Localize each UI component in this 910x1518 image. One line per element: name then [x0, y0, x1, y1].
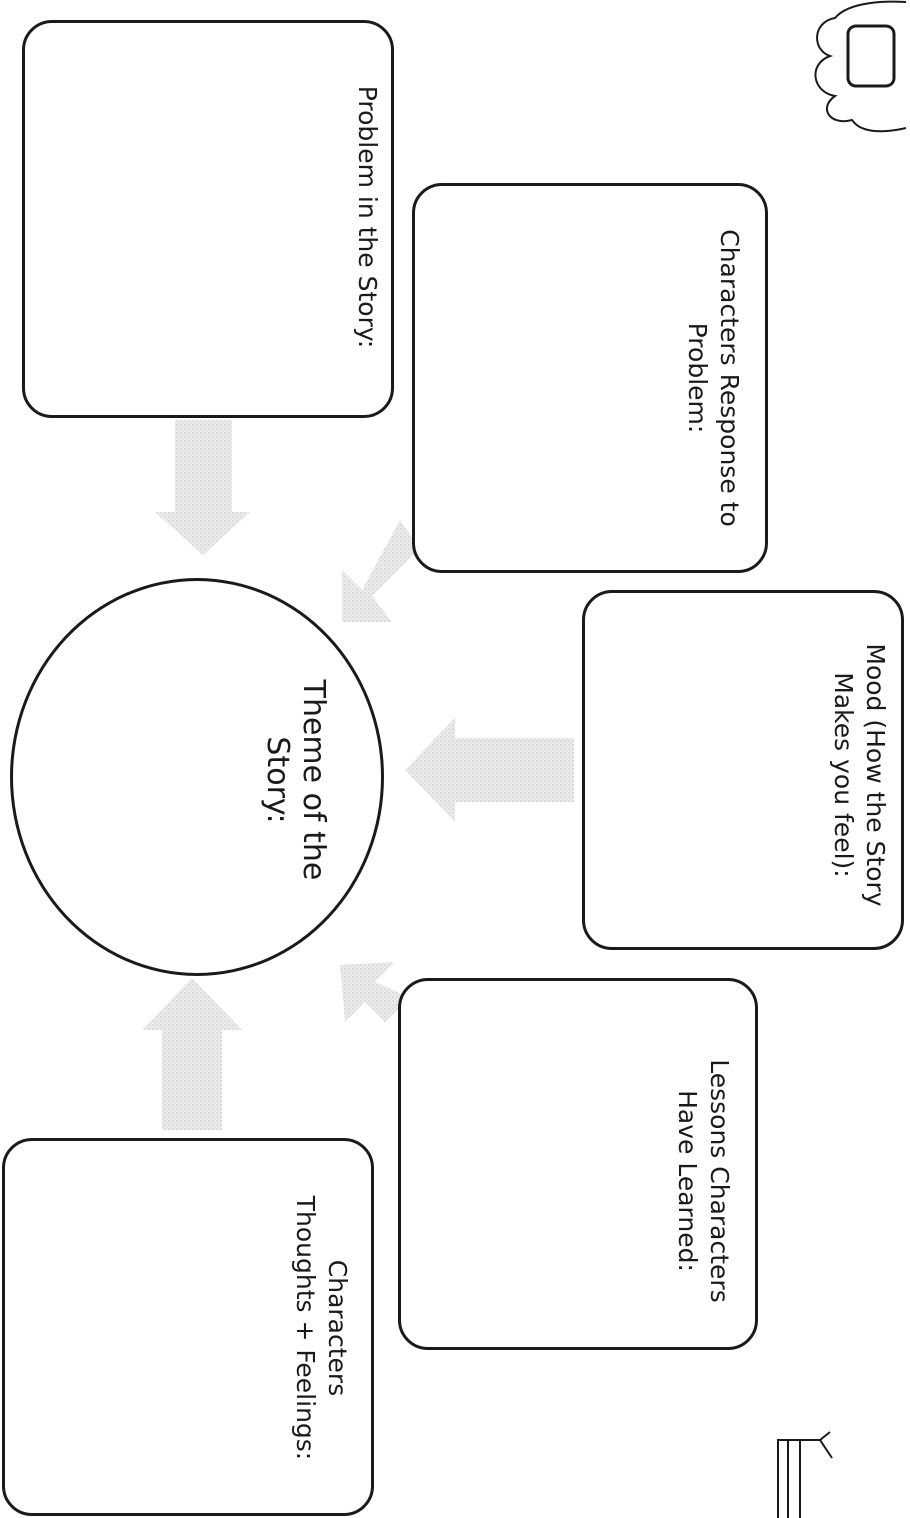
- arrow-thoughts-to-theme: [142, 978, 242, 1130]
- response-box: Characters Response to Problem:: [412, 183, 768, 573]
- theme-circle: Theme of the Story:: [10, 578, 384, 976]
- arrow-response-to-theme: [342, 520, 420, 622]
- arrow-problem-to-theme: [155, 420, 250, 555]
- cut-off-shape-decoration: [777, 1431, 833, 1518]
- cloud-border-decoration: [814, 0, 907, 133]
- mood-label: Mood (How the Story Makes you feel):: [829, 643, 890, 907]
- theme-label: Theme of the Story:: [260, 679, 331, 881]
- mood-box: Mood (How the Story Makes you feel):: [582, 590, 904, 950]
- lessons-label: Lessons Characters Have Learned:: [673, 1059, 734, 1303]
- arrow-mood-to-theme: [405, 718, 574, 822]
- problem-label: Problem in the Story:: [353, 85, 382, 349]
- thoughts-box: Characters Thoughts + Feelings:: [2, 1138, 374, 1516]
- thoughts-label: Characters Thoughts + Feelings:: [291, 1195, 352, 1461]
- lessons-box: Lessons Characters Have Learned:: [398, 978, 758, 1350]
- response-label: Characters Response to Problem:: [683, 229, 744, 527]
- problem-box: Problem in the Story:: [22, 20, 394, 418]
- letter-fragment-decoration: [846, 24, 896, 88]
